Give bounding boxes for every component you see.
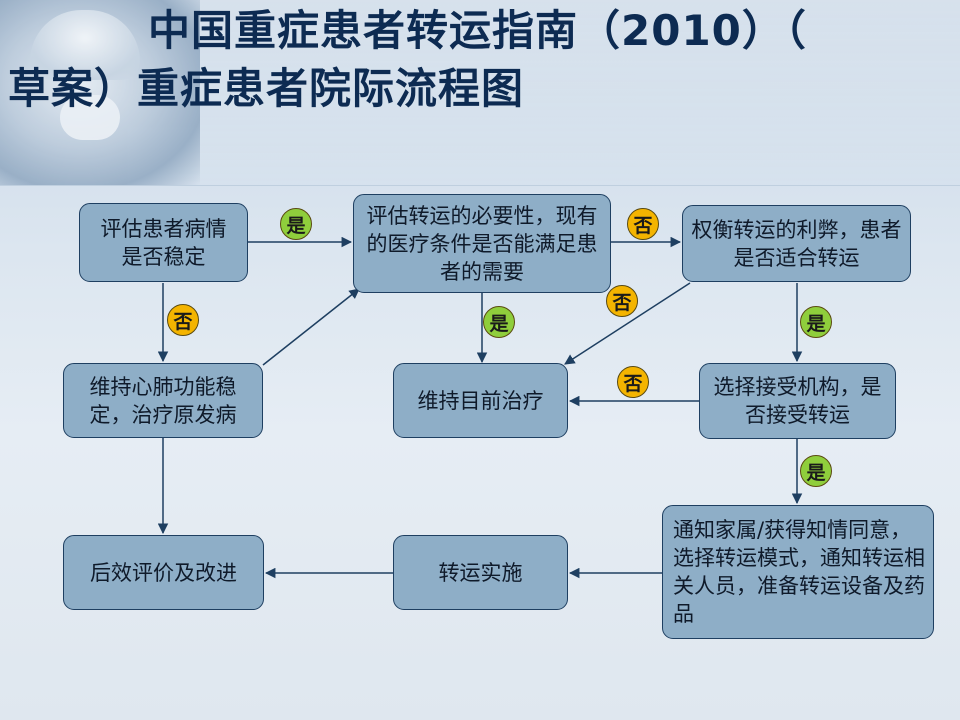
no-badge: 否 — [606, 285, 638, 317]
no-badge: 否 — [627, 208, 659, 240]
no-badge: 否 — [617, 366, 649, 398]
node-transport-label: 转运实施 — [438, 560, 523, 585]
node-weigh-pros-cons: 权衡转运的利弊，患者是否适合转运 — [682, 205, 911, 282]
node-notify-prepare: 通知家属/获得知情同意，选择转运模式，通知转运相关人员，准备转运设备及药品 — [662, 505, 934, 639]
yes-badge: 是 — [800, 306, 832, 338]
surgical-mask-image — [60, 95, 120, 140]
yes-badge: 是 — [280, 208, 312, 240]
node-transport: 转运实施 — [393, 535, 568, 610]
node-maintain-treatment: 维持目前治疗 — [393, 363, 568, 438]
node-assess-necessity-label: 评估转运的必要性，现有的医疗条件是否能满足患者的需要 — [366, 203, 598, 284]
node-stabilize-label: 维持心肺功能稳定，治疗原发病 — [89, 374, 237, 427]
node-evaluate-label: 后效评价及改进 — [90, 560, 237, 585]
yes-badge: 是 — [800, 455, 832, 487]
slide-title: 中国重症患者转运指南（2010）（ 草案）重症患者院际流程图 — [8, 2, 958, 118]
yes-badge: 是 — [483, 306, 515, 338]
surgeon-photo — [0, 0, 200, 185]
node-notify-prepare-label: 通知家属/获得知情同意，选择转运模式，通知转运相关人员，准备转运设备及药品 — [673, 518, 925, 626]
node-assess-condition: 评估患者病情是否稳定 — [79, 203, 248, 282]
title-line-1: 中国重症患者转运指南（2010）（ — [148, 6, 807, 55]
surgical-cap-image — [30, 10, 140, 80]
node-weigh-pros-cons-label: 权衡转运的利弊，患者是否适合转运 — [691, 217, 902, 270]
title-line-2: 草案）重症患者院际流程图 — [8, 64, 525, 113]
node-assess-necessity: 评估转运的必要性，现有的医疗条件是否能满足患者的需要 — [353, 194, 611, 293]
arrow-stabilize-to-necessity — [262, 288, 360, 366]
node-maintain-treatment-label: 维持目前治疗 — [417, 388, 544, 413]
node-evaluate: 后效评价及改进 — [63, 535, 264, 610]
node-assess-condition-label: 评估患者病情是否稳定 — [100, 216, 227, 269]
node-select-receiver-label: 选择接受机构，是否接受转运 — [713, 375, 882, 427]
node-stabilize: 维持心肺功能稳定，治疗原发病 — [63, 363, 263, 438]
node-select-receiver: 选择接受机构，是否接受转运 — [699, 363, 896, 439]
no-badge: 否 — [167, 304, 199, 336]
arrow-weigh-to-maintain — [564, 282, 691, 365]
